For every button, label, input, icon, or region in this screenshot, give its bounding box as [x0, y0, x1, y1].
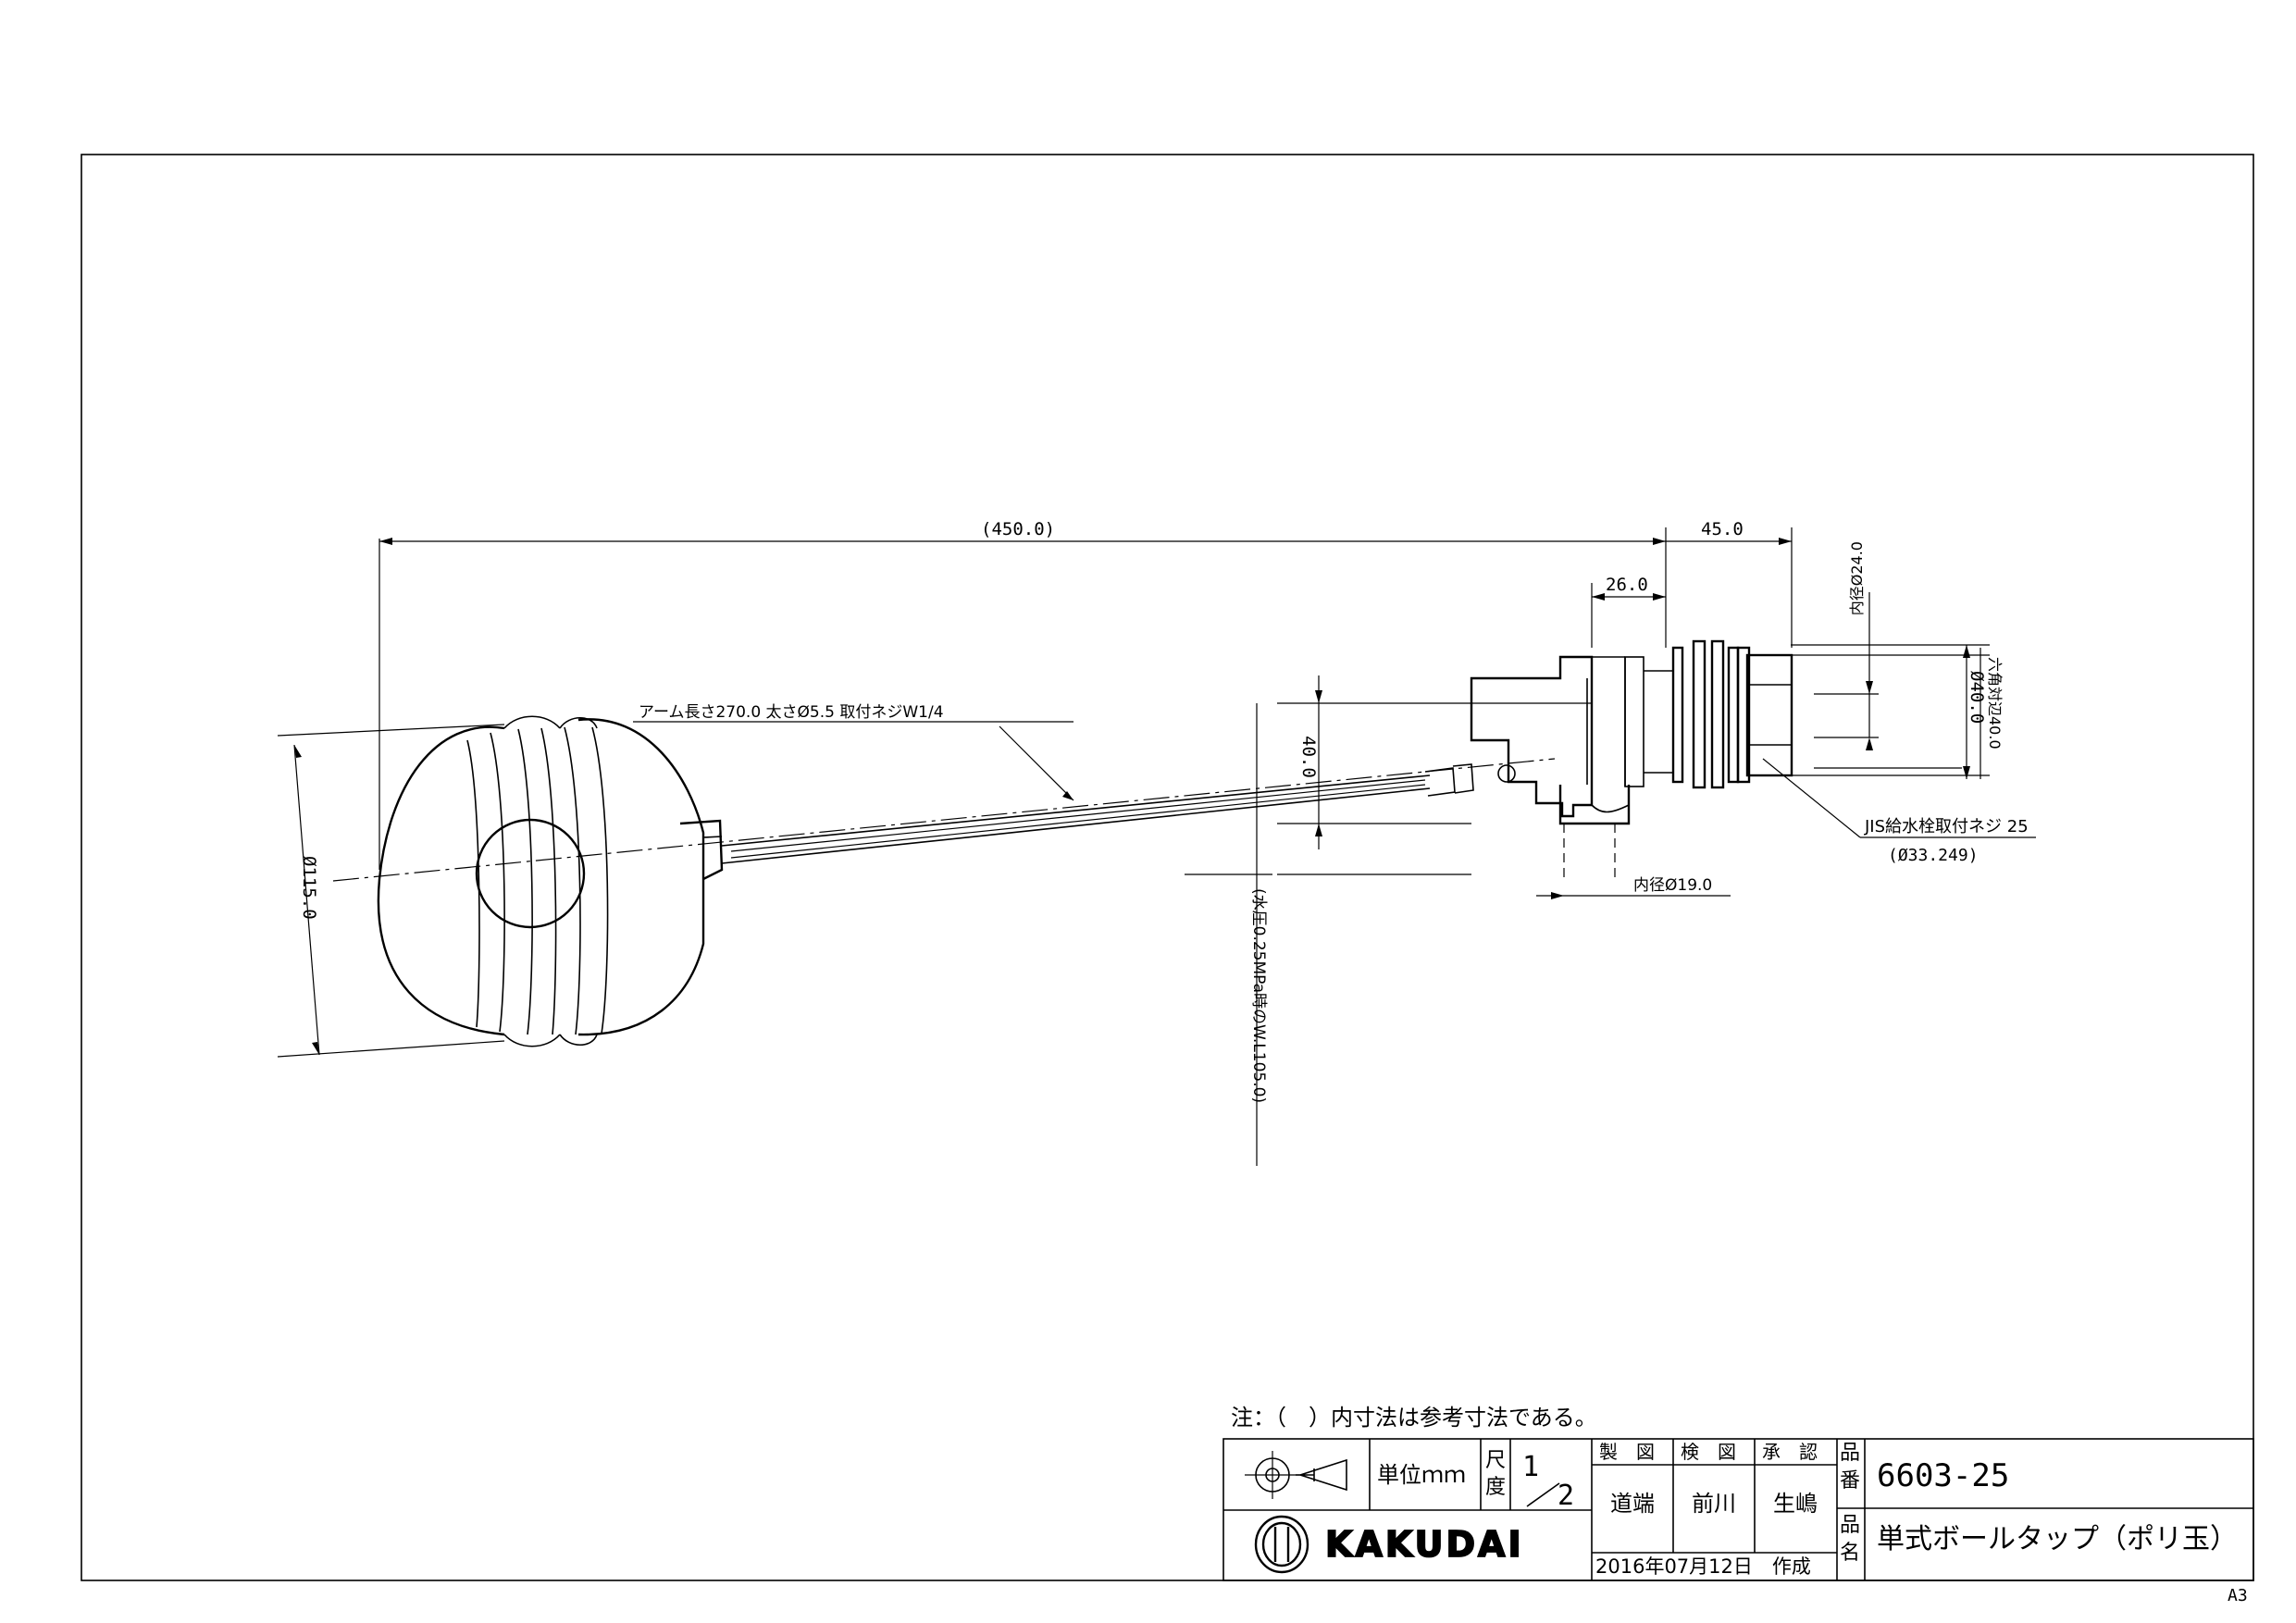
- title-block: [1222, 1438, 2254, 1581]
- dim-water-level: (水圧0.25MPa時のW.L105.0): [1249, 888, 1268, 1103]
- part-name: 単式ボールタップ（ポリ玉）: [1877, 1523, 2238, 1555]
- drawing-date: 2016年07月12日 作成: [1595, 1555, 1811, 1578]
- dim-jis-thread: JIS給水栓取付ネジ 25: [1864, 817, 2029, 836]
- approved-label: 承 認: [1762, 1441, 1818, 1463]
- third-angle-projection-icon: [1245, 1451, 1347, 1499]
- scale-denominator: 2: [1558, 1480, 1574, 1512]
- part-no-label-1: 品: [1840, 1442, 1860, 1465]
- part-no-label-2: 番: [1840, 1469, 1860, 1493]
- dim-inner-dia-24: 内径Ø24.0: [1848, 541, 1866, 615]
- approved-by: 生嶋: [1773, 1491, 1818, 1517]
- checked-by: 前川: [1692, 1491, 1736, 1517]
- dim-inlet-offset: 26.0: [1606, 575, 1648, 595]
- dim-overall-length: (450.0): [981, 519, 1055, 539]
- valve-body: [1470, 639, 1793, 879]
- made-by: 道端: [1610, 1491, 1655, 1517]
- scale-label-2: 度: [1485, 1476, 1506, 1499]
- dim-thread-dia: (Ø33.249): [1888, 846, 1979, 865]
- dim-body-length: 45.0: [1701, 519, 1744, 539]
- kakudai-logo: KAKUDAI: [1254, 1515, 1524, 1574]
- dim-hex-width: 六角対辺40.0: [1986, 657, 2004, 750]
- sheet-size: A3: [2228, 1586, 2248, 1605]
- dim-ball-diameter: Ø115.0: [299, 856, 319, 920]
- scale-label-1: 尺: [1485, 1449, 1506, 1472]
- title-note: 注：（ ）内寸法は参考寸法である。: [1231, 1405, 1597, 1431]
- dim-height-offset: 40.0: [1298, 736, 1319, 778]
- dim-arm-spec: アーム長さ270.0 太さØ5.5 取付ネジW1/4: [639, 703, 944, 722]
- dim-outer-dia-40: Ø40.0: [1967, 671, 1987, 724]
- made-label: 製 図: [1599, 1441, 1655, 1463]
- arm-rod: [721, 763, 1516, 864]
- scale-numerator: 1: [1522, 1451, 1539, 1483]
- unit-label: 単位ｍｍ: [1377, 1462, 1466, 1488]
- float-ball: [377, 715, 724, 1047]
- dimension-lines: [277, 527, 2036, 1166]
- drawing-frame: [81, 154, 2254, 1581]
- ball-hub: [475, 818, 586, 929]
- company-name: KAKUDAI: [1325, 1524, 1524, 1565]
- checked-label: 検 図: [1681, 1441, 1736, 1463]
- dim-inner-dia-19: 内径Ø19.0: [1633, 876, 1712, 895]
- part-name-label-1: 品: [1840, 1514, 1860, 1537]
- part-number: 6603-25: [1877, 1457, 2009, 1494]
- part-name-label-2: 名: [1840, 1542, 1860, 1565]
